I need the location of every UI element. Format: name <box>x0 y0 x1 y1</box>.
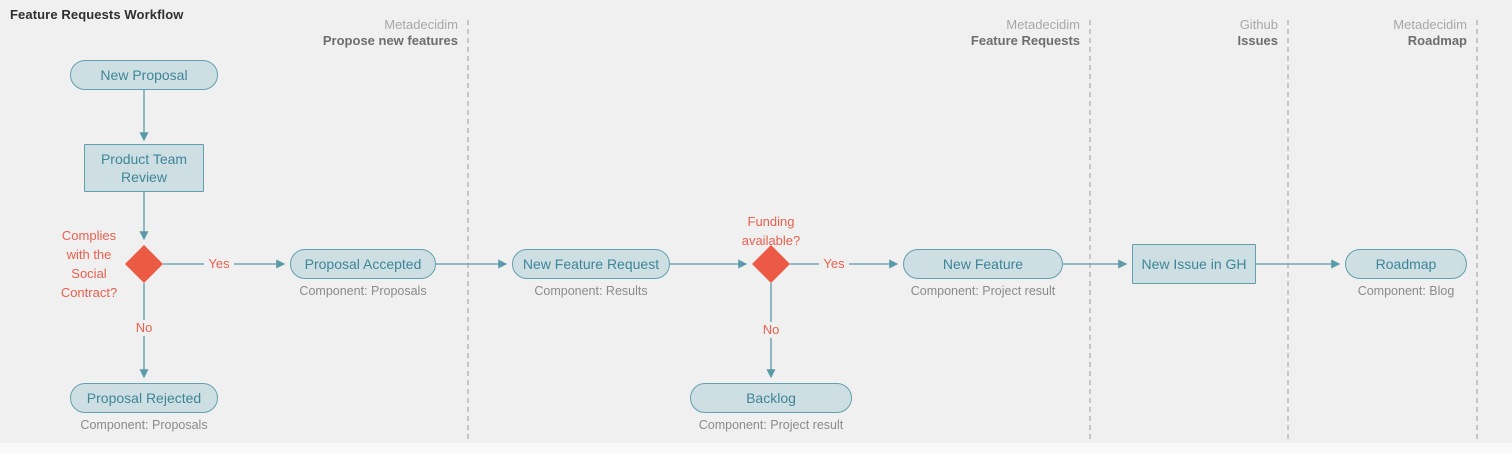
canvas-bottom-edge <box>0 443 1512 454</box>
node-product-team-review: Product Team Review <box>84 144 204 192</box>
component-label: Component: Proposals <box>299 284 427 298</box>
lane-org: Github <box>1239 17 1278 32</box>
lane-name: Propose new features <box>322 33 458 48</box>
lane-separator-1 <box>467 20 469 442</box>
edge-label-no-1: No <box>130 320 158 336</box>
lane-separator-3 <box>1287 20 1289 442</box>
node-roadmap: Roadmap <box>1345 249 1467 279</box>
node-new-issue-in-gh: New Issue in GH <box>1132 244 1256 284</box>
component-label: Component: Blog <box>1357 284 1455 298</box>
node-new-proposal: New Proposal <box>70 60 218 90</box>
node-proposal-accepted: Proposal Accepted <box>290 249 436 279</box>
edge-label-no-2: No <box>757 322 785 338</box>
component-label: Component: Results <box>534 284 648 298</box>
lane-label-propose-new-features: Metadecidim Propose new features <box>258 17 458 49</box>
edge-label-yes-1: Yes <box>204 256 234 272</box>
lane-separator-4 <box>1476 20 1478 442</box>
page-title: Feature Requests Workflow <box>10 7 184 22</box>
lane-separator-2 <box>1089 20 1091 442</box>
decision-question-funding: Funding available? <box>741 214 801 248</box>
lane-org: Metadecidim <box>384 17 458 32</box>
decision-diamond-social-contract <box>125 245 163 283</box>
component-label: Component: Proposals <box>80 418 208 432</box>
lane-name: Issues <box>1237 33 1278 48</box>
node-proposal-rejected: Proposal Rejected <box>70 383 218 413</box>
decision-diamond-funding <box>752 245 790 283</box>
component-label: Component: Project result <box>698 418 844 432</box>
decision-question-social-contract: Complies with the Social Contract? <box>60 228 118 300</box>
lane-org: Metadecidim <box>1393 17 1467 32</box>
node-backlog: Backlog <box>690 383 852 413</box>
lane-label-roadmap: Metadecidim Roadmap <box>1267 17 1467 49</box>
lane-name: Roadmap <box>1407 33 1467 48</box>
node-new-feature: New Feature <box>903 249 1063 279</box>
lane-name: Feature Requests <box>970 33 1080 48</box>
node-new-feature-request: New Feature Request <box>512 249 670 279</box>
component-label: Component: Project result <box>910 284 1056 298</box>
lane-org: Metadecidim <box>1006 17 1080 32</box>
lane-label-github-issues: Github Issues <box>1078 17 1278 49</box>
lane-label-feature-requests: Metadecidim Feature Requests <box>880 17 1080 49</box>
edge-label-yes-2: Yes <box>819 256 849 272</box>
